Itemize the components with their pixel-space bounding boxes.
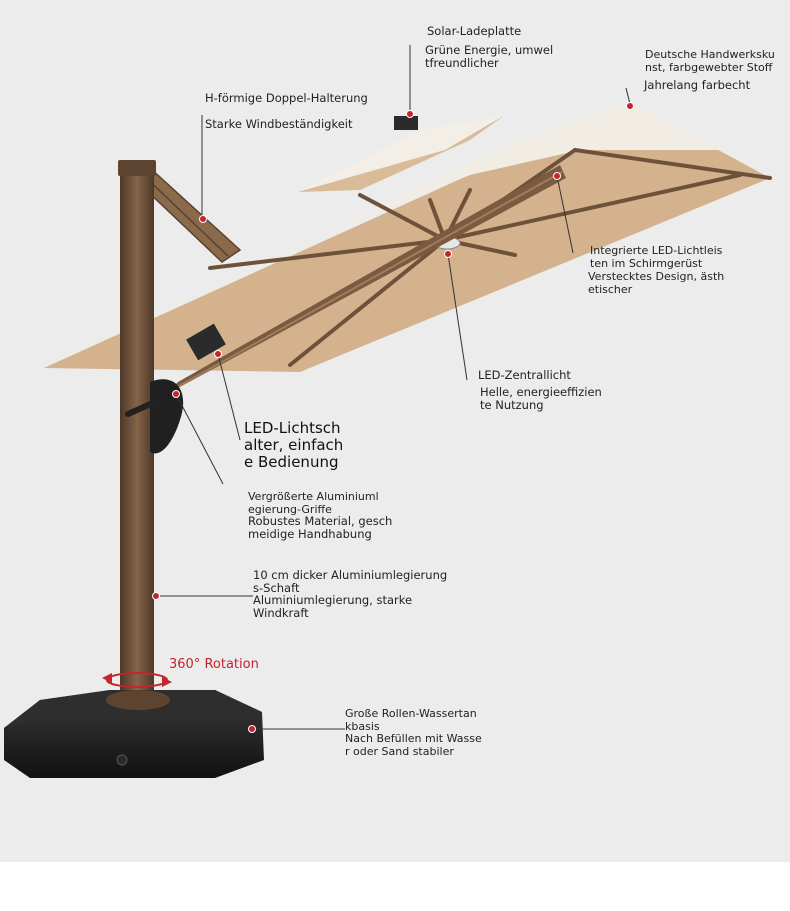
marker-solar — [406, 110, 414, 118]
bracket-title: H-förmige Doppel-Halterung — [205, 91, 368, 105]
shaft-title: 10 cm dicker Aluminiumlegierung s-Schaft — [253, 568, 448, 595]
solar-description: Grüne Energie, umwel tfreundlicher — [425, 43, 554, 70]
handle-title: Vergrößerte Aluminiuml egierung-Griffe — [248, 490, 379, 516]
led-switch-box — [186, 323, 226, 361]
callout-markers — [152, 102, 634, 733]
base-description: Nach Befüllen mit Wasse r oder Sand stab… — [345, 732, 482, 758]
solar-panel — [394, 116, 418, 130]
marker-handle — [172, 390, 180, 398]
marker-switch — [214, 350, 222, 358]
callout-lines — [156, 45, 631, 730]
led-strip-description: Verstecktes Design, ästh etischer — [588, 270, 725, 296]
fabric-description: Jahrelang farbecht — [644, 78, 751, 92]
canopy-top-surface — [44, 102, 720, 368]
led-center-title: LED-Zentrallicht — [478, 368, 571, 382]
marker-base — [248, 725, 256, 733]
solar-title: Solar-Ladeplatte — [427, 24, 522, 38]
marker-led-center — [444, 250, 452, 258]
water-tank-base — [4, 690, 264, 778]
canopy-underside — [44, 102, 770, 372]
led-center-description: Helle, energieeffizien te Nutzung — [480, 385, 602, 412]
marker-led-strip — [553, 172, 561, 180]
marker-fabric — [626, 102, 634, 110]
rotation-arrow — [102, 672, 172, 688]
canopy-ribs — [208, 148, 772, 367]
led-switch-label: LED-Lichtsch alter, einfach e Bedienung — [244, 419, 344, 471]
rotation-label: 360° Rotation — [169, 657, 259, 672]
fabric-title: Deutsche Handwerksku nst, farbgewebter S… — [645, 48, 775, 74]
handle-description: Robustes Material, gesch meidige Handhab… — [248, 514, 393, 541]
bracket-description: Starke Windbeständigkeit — [205, 117, 353, 131]
solar-canopy-top — [298, 115, 505, 192]
led-strip-title: Integrierte LED-Lichtleis ten im Schirmg… — [590, 244, 723, 270]
marker-bracket — [199, 215, 207, 223]
marker-shaft — [152, 592, 160, 600]
pole — [120, 168, 154, 693]
base-title: Große Rollen-Wassertan kbasis — [345, 707, 477, 733]
canopy — [44, 102, 772, 372]
shaft-description: Aluminiumlegierung, starke Windkraft — [253, 593, 413, 620]
